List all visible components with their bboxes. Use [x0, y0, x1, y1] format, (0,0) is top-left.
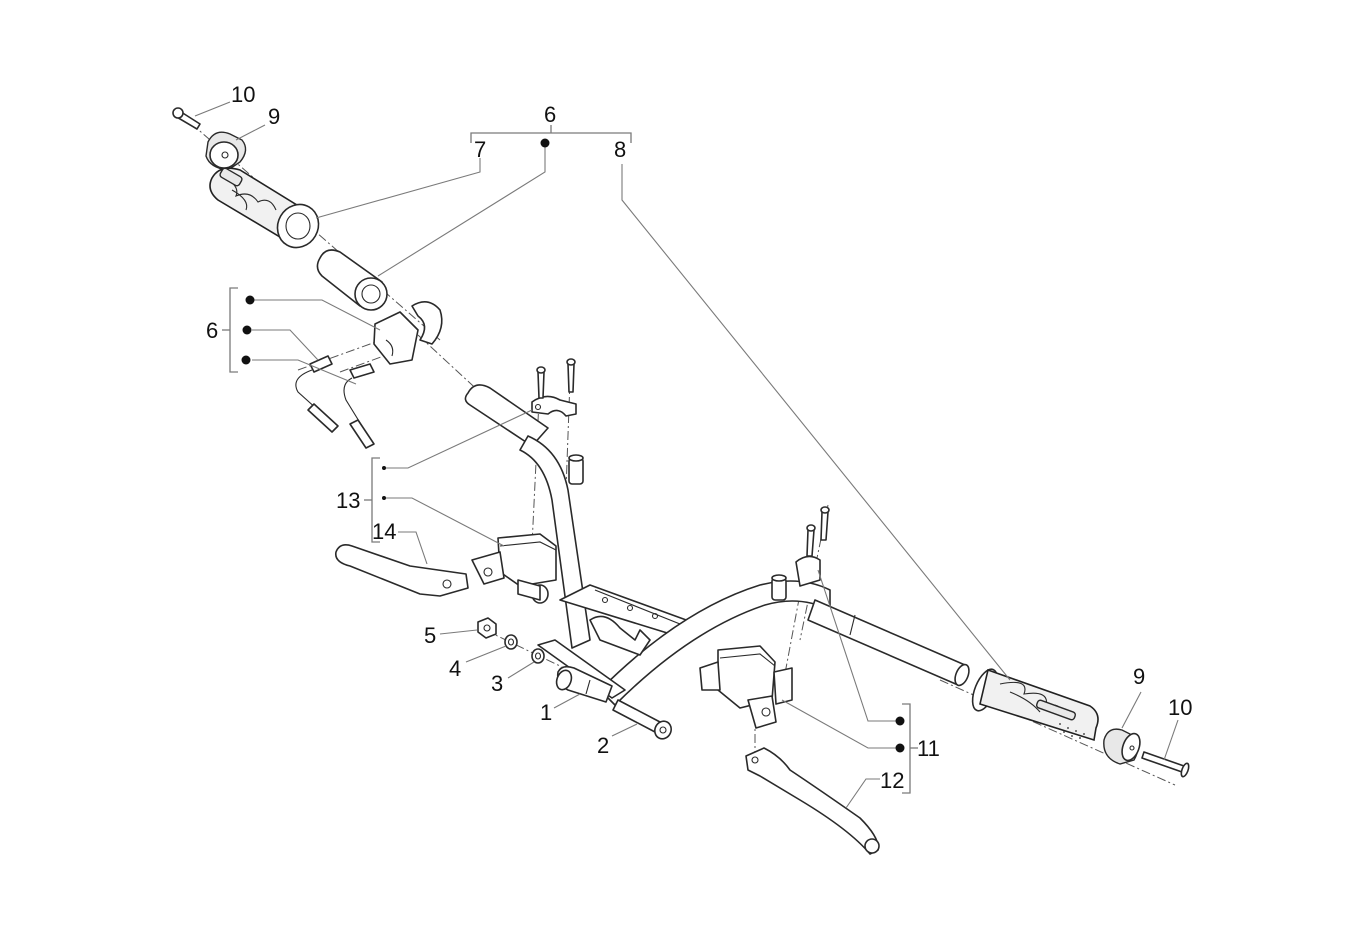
- callout-4: 4: [449, 656, 461, 681]
- callout-3: 3: [491, 671, 503, 696]
- bar-end-screw-right[interactable]: [1141, 751, 1190, 778]
- bullet-marker: [895, 716, 905, 726]
- bullet-marker: [245, 295, 255, 305]
- right-brake-lever[interactable]: [745, 747, 880, 855]
- washer-small[interactable]: [504, 634, 518, 650]
- bullet-marker: [382, 466, 386, 470]
- left-brake-lever[interactable]: [334, 544, 469, 597]
- throttle-cables[interactable]: [295, 355, 375, 449]
- bullet-marker: [382, 496, 386, 500]
- callout-6-top: 6: [544, 102, 556, 127]
- callout-10-left: 10: [231, 82, 255, 107]
- handlebar-clamp-bracket[interactable]: [554, 665, 613, 703]
- clamp-screws[interactable]: [536, 358, 830, 557]
- callout-9-left: 9: [268, 104, 280, 129]
- grip-texture: [1059, 723, 1085, 739]
- callout-10-right: 10: [1168, 695, 1192, 720]
- washer[interactable]: [531, 648, 545, 664]
- callout-5: 5: [424, 623, 436, 648]
- callout-1: 1: [540, 700, 552, 725]
- leader-lines: [194, 101, 1179, 809]
- callout-9-right: 9: [1133, 664, 1145, 689]
- nut[interactable]: [477, 617, 497, 639]
- group-dots: [241, 138, 905, 753]
- left-master-cylinder[interactable]: [471, 533, 557, 604]
- group-brackets: [222, 125, 918, 794]
- callout-labels: 10 9 6 7 8 6 13 14 5 4 3 1 2 11 12 9 10: [206, 82, 1192, 793]
- right-grip[interactable]: [967, 666, 1099, 742]
- bullet-marker: [242, 325, 252, 335]
- master-cylinder-clamp-right[interactable]: [795, 555, 821, 587]
- callout-7: 7: [474, 137, 486, 162]
- bar-end-weight-left[interactable]: [205, 131, 247, 171]
- bar-end-screw-left[interactable]: [172, 107, 201, 130]
- bullet-marker: [241, 355, 251, 365]
- callout-13: 13: [336, 488, 360, 513]
- callout-12: 12: [880, 768, 904, 793]
- bullet-marker: [895, 743, 905, 753]
- throttle-tube[interactable]: [316, 249, 388, 311]
- callout-6-left: 6: [206, 318, 218, 343]
- clamp-bolt[interactable]: [612, 699, 674, 742]
- callout-14: 14: [372, 519, 396, 544]
- left-grip[interactable]: [209, 167, 326, 255]
- callout-8: 8: [614, 137, 626, 162]
- throttle-housing[interactable]: [373, 301, 443, 365]
- callout-11: 11: [917, 736, 940, 761]
- bullet-marker: [540, 138, 550, 148]
- bar-end-weight-right[interactable]: [1103, 728, 1144, 765]
- right-master-cylinder[interactable]: [699, 645, 793, 729]
- callout-2: 2: [597, 733, 609, 758]
- handlebar[interactable]: [464, 384, 971, 706]
